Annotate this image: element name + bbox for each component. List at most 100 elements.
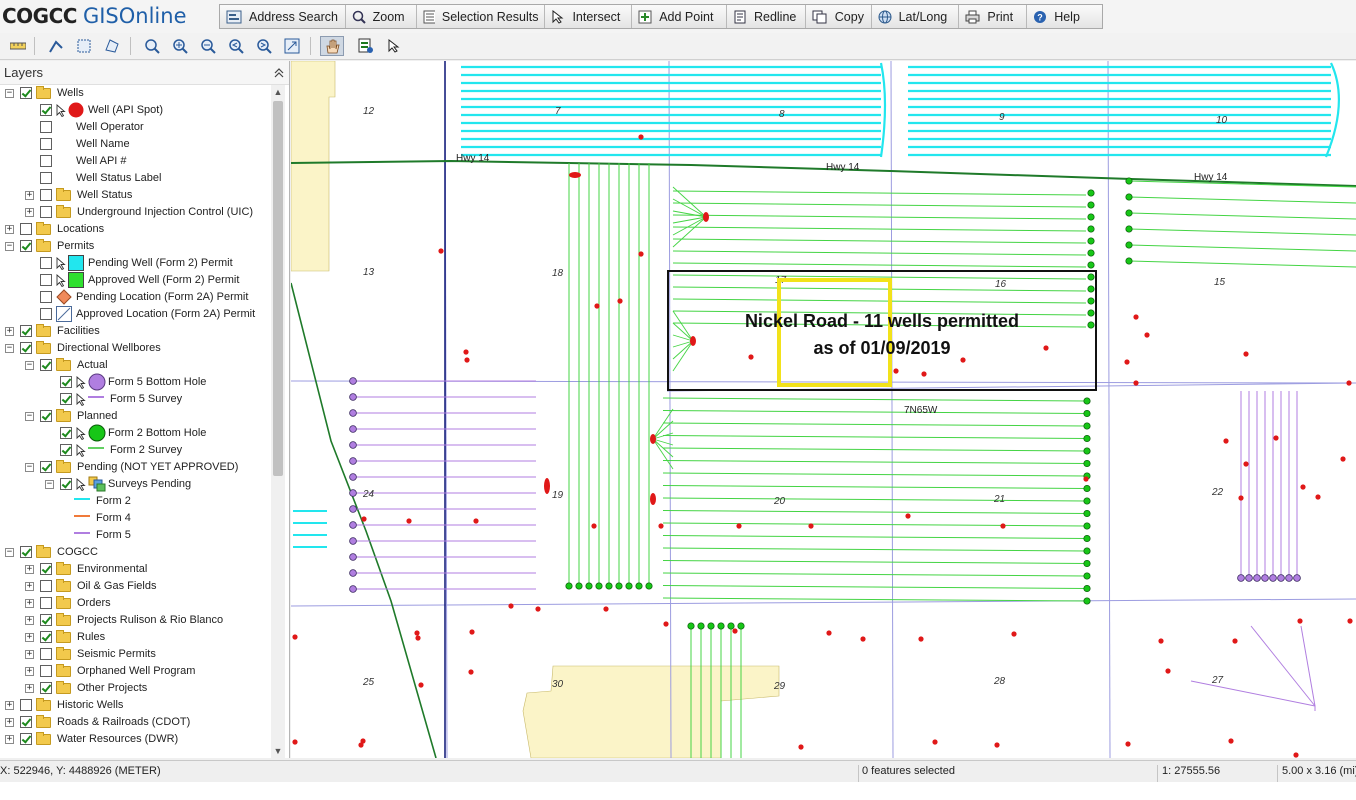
- layer-checkbox[interactable]: [60, 427, 72, 439]
- intersect-button[interactable]: Intersect: [545, 5, 633, 28]
- layer-checkbox[interactable]: [20, 223, 32, 235]
- layer-item-projects-rulison-rio-blanco[interactable]: +Projects Rulison & Rio Blanco: [0, 612, 272, 629]
- select-by-line-tool[interactable]: [46, 36, 66, 56]
- layer-item-permits[interactable]: −Permits: [0, 238, 272, 255]
- layer-checkbox[interactable]: [40, 206, 52, 218]
- select-by-rectangle-tool[interactable]: [74, 36, 94, 56]
- collapse-icon[interactable]: −: [25, 360, 34, 370]
- layer-item-well-status[interactable]: +Well Status: [0, 187, 272, 204]
- layer-item-well-api[interactable]: Well API #: [0, 153, 272, 170]
- layer-item-locations[interactable]: +Locations: [0, 221, 272, 238]
- zoom-out-tool[interactable]: [198, 36, 218, 56]
- layer-item-form-2-bottom-hole[interactable]: Form 2 Bottom Hole: [0, 424, 272, 442]
- layer-checkbox[interactable]: [40, 461, 52, 473]
- layer-item-orders[interactable]: +Orders: [0, 595, 272, 612]
- zoom-previous-tool[interactable]: [226, 36, 246, 56]
- layer-checkbox[interactable]: [40, 257, 52, 269]
- layer-item-well-operator[interactable]: Well Operator: [0, 119, 272, 136]
- layer-checkbox[interactable]: [20, 325, 32, 337]
- zoom-next-tool[interactable]: [254, 36, 274, 56]
- layer-checkbox[interactable]: [20, 240, 32, 252]
- redline-button[interactable]: Redline: [727, 5, 806, 28]
- layer-checkbox[interactable]: [60, 376, 72, 388]
- layer-checkbox[interactable]: [20, 87, 32, 99]
- layer-checkbox[interactable]: [60, 478, 72, 490]
- layer-item-other-projects[interactable]: +Other Projects: [0, 680, 272, 697]
- expand-icon[interactable]: +: [5, 224, 14, 234]
- layer-checkbox[interactable]: [40, 172, 52, 184]
- layer-item-surveys-pending[interactable]: −Surveys Pending: [0, 476, 272, 493]
- layer-item-wells[interactable]: −Wells: [0, 85, 272, 102]
- expand-icon[interactable]: +: [25, 615, 34, 625]
- layer-checkbox[interactable]: [40, 189, 52, 201]
- pan-tool[interactable]: [320, 36, 344, 56]
- layer-item-form-5-survey[interactable]: Form 5 Survey: [0, 391, 272, 408]
- collapse-panel-icon[interactable]: [273, 67, 285, 79]
- layer-checkbox[interactable]: [60, 444, 72, 456]
- select-by-polygon-tool[interactable]: [102, 36, 122, 56]
- layer-item-form-2-survey[interactable]: Form 2 Survey: [0, 442, 272, 459]
- layer-item-water-resources-dwr[interactable]: +Water Resources (DWR): [0, 731, 272, 748]
- expand-icon[interactable]: +: [25, 683, 34, 693]
- layer-checkbox[interactable]: [40, 410, 52, 422]
- layer-item-form-2[interactable]: Form 2: [0, 493, 272, 510]
- collapse-icon[interactable]: −: [5, 547, 14, 557]
- layer-item-form-4[interactable]: Form 4: [0, 510, 272, 527]
- layer-checkbox[interactable]: [40, 308, 52, 320]
- layer-item-environmental[interactable]: +Environmental: [0, 561, 272, 578]
- layer-item-facilities[interactable]: +Facilities: [0, 323, 272, 340]
- layer-checkbox[interactable]: [20, 342, 32, 354]
- collapse-icon[interactable]: −: [5, 241, 14, 251]
- layer-item-actual[interactable]: −Actual: [0, 357, 272, 374]
- layer-item-directional-wellbores[interactable]: −Directional Wellbores: [0, 340, 272, 357]
- layer-item-oil-gas-fields[interactable]: +Oil & Gas Fields: [0, 578, 272, 595]
- help-button[interactable]: ? Help: [1027, 5, 1102, 28]
- scroll-thumb[interactable]: [273, 101, 283, 476]
- scroll-up-icon[interactable]: ▲: [273, 87, 283, 97]
- layer-checkbox[interactable]: [40, 648, 52, 660]
- expand-icon[interactable]: +: [25, 598, 34, 608]
- collapse-icon[interactable]: −: [25, 411, 34, 421]
- select-pointer-tool[interactable]: [384, 36, 404, 56]
- add-point-button[interactable]: Add Point: [632, 5, 727, 28]
- selection-results-button[interactable]: Selection Results: [417, 5, 546, 28]
- layer-checkbox[interactable]: [40, 580, 52, 592]
- layer-item-cogcc[interactable]: −COGCC: [0, 544, 272, 561]
- measure-tool[interactable]: [8, 36, 28, 56]
- copy-button[interactable]: Copy: [806, 5, 872, 28]
- layer-checkbox[interactable]: [20, 546, 32, 558]
- zoom-box-tool[interactable]: [142, 36, 162, 56]
- collapse-icon[interactable]: −: [25, 462, 34, 472]
- zoom-in-tool[interactable]: [170, 36, 190, 56]
- identify-tool[interactable]: [356, 36, 376, 56]
- layer-item-well-status-label[interactable]: Well Status Label: [0, 170, 272, 187]
- layer-checkbox[interactable]: [40, 665, 52, 677]
- expand-icon[interactable]: +: [25, 632, 34, 642]
- expand-icon[interactable]: +: [5, 326, 14, 336]
- expand-icon[interactable]: +: [25, 564, 34, 574]
- layer-item-planned[interactable]: −Planned: [0, 408, 272, 425]
- layer-checkbox[interactable]: [20, 716, 32, 728]
- layer-item-pending-not-yet-approved[interactable]: −Pending (NOT YET APPROVED): [0, 459, 272, 476]
- layer-item-underground-injection-control-uic[interactable]: +Underground Injection Control (UIC): [0, 204, 272, 221]
- print-button[interactable]: Print: [959, 5, 1028, 28]
- layer-checkbox[interactable]: [40, 138, 52, 150]
- layers-scrollbar[interactable]: ▲ ▼: [271, 85, 285, 758]
- layer-checkbox[interactable]: [40, 359, 52, 371]
- scroll-down-icon[interactable]: ▼: [273, 746, 283, 756]
- layer-checkbox[interactable]: [40, 682, 52, 694]
- expand-icon[interactable]: +: [25, 649, 34, 659]
- collapse-icon[interactable]: −: [45, 479, 54, 489]
- layer-checkbox[interactable]: [20, 733, 32, 745]
- layer-item-form-5-bottom-hole[interactable]: Form 5 Bottom Hole: [0, 373, 272, 391]
- layer-item-rules[interactable]: +Rules: [0, 629, 272, 646]
- layer-item-form-5[interactable]: Form 5: [0, 527, 272, 544]
- layer-item-pending-location-form-2a-permit[interactable]: Pending Location (Form 2A) Permit: [0, 289, 272, 306]
- layer-checkbox[interactable]: [40, 104, 52, 116]
- layer-checkbox[interactable]: [20, 699, 32, 711]
- layer-item-historic-wells[interactable]: +Historic Wells: [0, 697, 272, 714]
- layer-item-well-api-spot[interactable]: Well (API Spot): [0, 102, 272, 119]
- expand-icon[interactable]: +: [25, 666, 34, 676]
- layer-item-approved-well-form-2-permit[interactable]: Approved Well (Form 2) Permit: [0, 272, 272, 289]
